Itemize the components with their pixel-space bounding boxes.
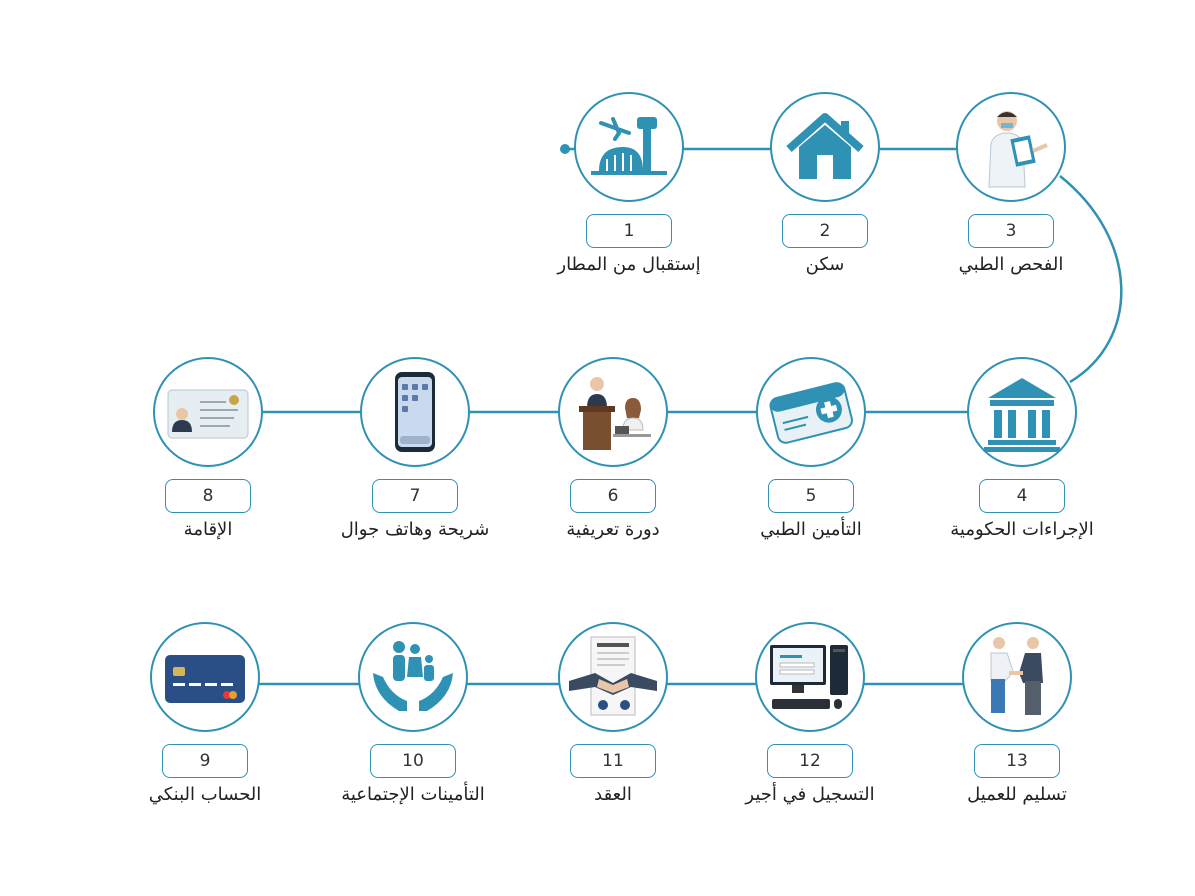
step-2: 2 سكن [725,92,925,275]
smartphone-icon [360,357,470,467]
id-card-icon [153,357,263,467]
step-9: 9 الحساب البنكي [105,622,305,805]
step-number: 6 [570,479,656,513]
step-number: 10 [370,744,456,778]
step-number: 8 [165,479,251,513]
step-number: 5 [768,479,854,513]
step-label: الإجراءات الحكومية [950,519,1094,540]
step-label: التسجيل في أجير [745,784,875,805]
step-3: 3 الفحص الطبي [911,92,1111,275]
step-label: التأمينات الإجتماعية [341,784,485,805]
step-1: 1 إستقبال من المطار [529,92,729,275]
step-label: الإقامة [183,519,233,540]
presentation-icon [558,357,668,467]
step-number: 13 [974,744,1060,778]
step-6: 6 دورة تعريفية [513,357,713,540]
step-number: 3 [968,214,1054,248]
step-5: 5 التأمين الطبي [711,357,911,540]
step-label: تسليم للعميل [967,784,1067,805]
step-number: 7 [372,479,458,513]
step-label: سكن [805,254,845,275]
step-10: 10 التأمينات الإجتماعية [313,622,513,805]
family-hands-icon [358,622,468,732]
handshake-people-icon [962,622,1072,732]
step-number: 9 [162,744,248,778]
step-label: الفحص الطبي [958,254,1064,275]
doctor-icon [956,92,1066,202]
step-number: 2 [782,214,868,248]
medical-card-icon [756,357,866,467]
step-7: 7 شريحة وهاتف جوال [315,357,515,540]
computer-icon [755,622,865,732]
step-12: 12 التسجيل في أجير [710,622,910,805]
step-13: 13 تسليم للعميل [917,622,1117,805]
step-label: التأمين الطبي [760,519,862,540]
step-label: إستقبال من المطار [557,254,701,275]
airport-icon [574,92,684,202]
step-number: 4 [979,479,1065,513]
house-icon [770,92,880,202]
step-4: 4 الإجراءات الحكومية [922,357,1122,540]
step-label: الحساب البنكي [148,784,262,805]
government-building-icon [967,357,1077,467]
step-11: 11 العقد [513,622,713,805]
step-label: دورة تعريفية [566,519,660,540]
step-number: 11 [570,744,656,778]
step-8: 8 الإقامة [108,357,308,540]
bank-card-icon [150,622,260,732]
contract-handshake-icon [558,622,668,732]
step-label: العقد [594,784,632,805]
step-number: 1 [586,214,672,248]
step-number: 12 [767,744,853,778]
step-label: شريحة وهاتف جوال [340,519,490,540]
